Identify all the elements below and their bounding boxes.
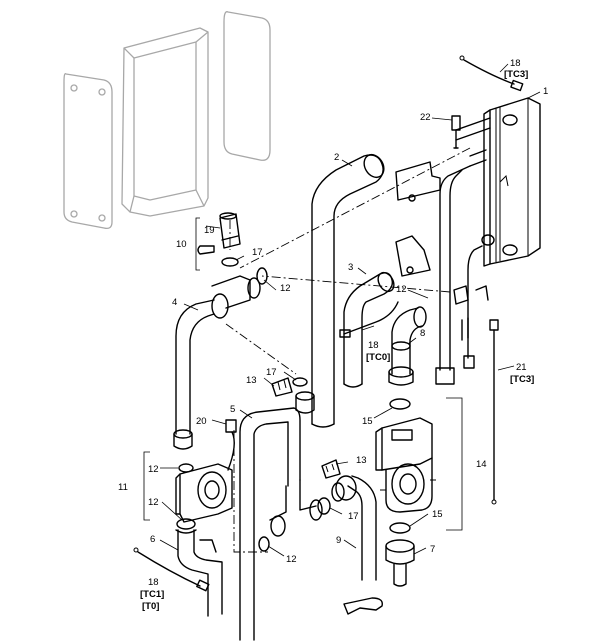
temperature-sensor-tc3-right <box>489 319 499 505</box>
group-bracket-14 <box>446 397 463 531</box>
callout-14: 14 <box>476 459 487 470</box>
pump-cable-20 <box>225 419 237 471</box>
retaining-clip <box>343 597 383 615</box>
callout-18-top: 18 <box>510 58 521 69</box>
sensor-code-tc3-top: [TC3] <box>504 69 528 80</box>
callout-12-left-bottom: 12 <box>148 497 159 508</box>
group-bracket-11 <box>143 451 150 521</box>
plate-heat-exchanger <box>455 97 541 267</box>
clip-13-left <box>271 377 293 397</box>
callout-13-left: 13 <box>246 375 257 386</box>
mounting-bracket-upper <box>395 161 441 202</box>
pipe-5 <box>239 391 323 641</box>
callout-12-right: 12 <box>396 284 407 295</box>
elbow-8 <box>388 306 427 386</box>
callout-11: 11 <box>118 482 128 493</box>
seal-15-lower <box>389 522 411 534</box>
callout-4: 4 <box>172 297 177 308</box>
callout-2: 2 <box>334 152 339 163</box>
clip-13-right <box>321 459 341 479</box>
sensor-code-t0: [T0] <box>142 601 159 612</box>
temperature-sensor-tc1 <box>133 547 210 592</box>
callout-3: 3 <box>348 262 353 273</box>
sensor-code-tc1: [TC1] <box>140 589 164 600</box>
callout-18-center: 18 <box>368 340 379 351</box>
callout-20: 20 <box>196 416 207 427</box>
callout-15-lower: 15 <box>432 509 443 520</box>
callout-17-right: 17 <box>348 511 359 522</box>
small-clip-right <box>453 285 489 341</box>
seal-17-right <box>317 497 331 515</box>
callout-22: 22 <box>420 112 431 123</box>
callout-18-bottom: 18 <box>148 577 159 588</box>
pipe-4 <box>173 275 261 450</box>
seal-12-center <box>258 536 270 552</box>
seal-17-top <box>221 257 239 267</box>
callout-19: 19 <box>204 225 215 236</box>
seal-12-left-bottom <box>176 518 196 530</box>
pipe-3 <box>343 271 395 388</box>
pipe-6 <box>175 529 223 617</box>
leader-lines <box>159 63 541 557</box>
heat-exchanger-return-pipe <box>435 165 483 385</box>
callout-5: 5 <box>230 404 235 415</box>
assembly-line-1 <box>239 147 471 269</box>
circulation-pump-11 <box>175 463 233 523</box>
callout-15-upper: 15 <box>362 416 373 427</box>
callout-9: 9 <box>336 535 341 546</box>
union-nut-7 <box>385 539 415 587</box>
circulation-pump-14 <box>375 417 436 513</box>
sensor-code-tc3-right: [TC3] <box>510 374 534 385</box>
pipe-2 <box>311 153 385 428</box>
insulation-back-panel <box>223 11 271 161</box>
group-bracket-10 <box>195 217 200 271</box>
insulation-front-panel <box>63 73 113 230</box>
callout-13-right: 13 <box>356 455 367 466</box>
seal-15-upper <box>389 398 411 410</box>
callout-17-center: 17 <box>266 367 277 378</box>
assembly-line-3 <box>225 323 297 375</box>
callout-1: 1 <box>543 86 548 97</box>
callout-7: 7 <box>430 544 435 555</box>
callout-21: 21 <box>516 362 527 373</box>
callout-10: 10 <box>176 239 187 250</box>
valve-key <box>197 245 215 255</box>
callout-12-center: 12 <box>286 554 297 565</box>
temperature-sensor-tc0 <box>339 301 399 338</box>
temperature-sensor-tc3-top <box>459 55 524 92</box>
callout-17-top: 17 <box>252 247 263 258</box>
assembly-line-2 <box>261 275 451 293</box>
mounting-bracket-lower <box>395 235 431 277</box>
seal-17-center <box>292 377 308 387</box>
callout-12-upper: 12 <box>280 283 291 294</box>
assembly-line-4 <box>233 430 268 553</box>
sensor-pocket-22 <box>451 115 461 149</box>
callout-12-left-top: 12 <box>148 464 159 475</box>
pipe-9 <box>331 475 377 581</box>
callout-labels: 1 2 3 4 5 6 7 8 9 10 11 12 12 12 12 12 1… <box>118 58 548 612</box>
callout-6: 6 <box>150 534 155 545</box>
sensor-code-tc0: [TC0] <box>366 352 390 363</box>
insulation-frame <box>121 27 209 217</box>
callout-8: 8 <box>420 328 425 339</box>
